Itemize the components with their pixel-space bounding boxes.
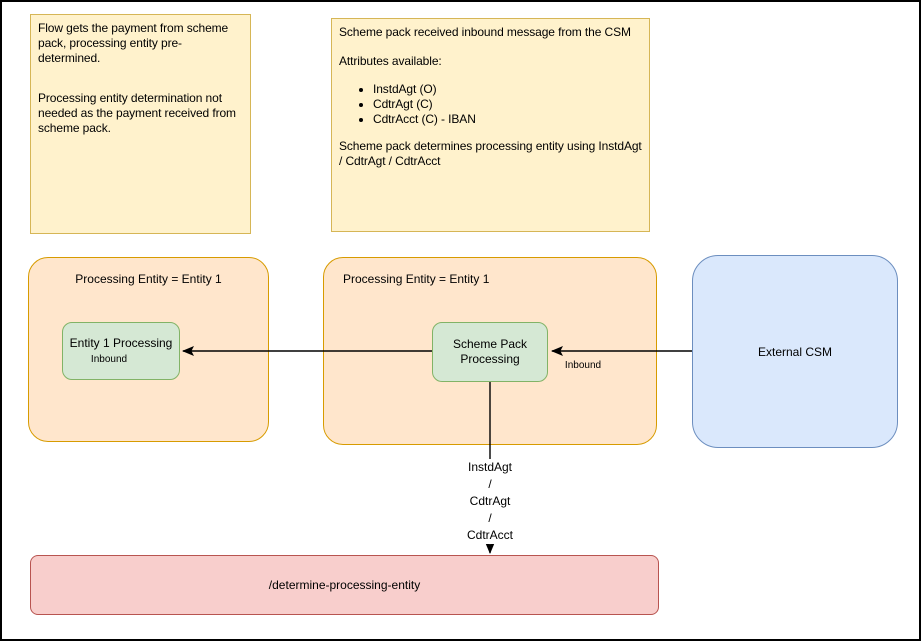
edge-label-line: CdtrAcct bbox=[466, 528, 513, 542]
node-label: Entity 1 Processing bbox=[69, 336, 173, 350]
edge-label-inbound: Inbound bbox=[90, 354, 128, 365]
edge-label-line: InstdAgt bbox=[467, 460, 513, 474]
note-paragraph: Attributes available: bbox=[339, 54, 442, 68]
note-paragraph: Flow gets the payment from scheme pack, … bbox=[38, 21, 229, 65]
edge-label-attributes: InstdAgt / CdtrAgt / CdtrAcct bbox=[450, 459, 530, 544]
attribute-item: CdtrAcct (C) - IBAN bbox=[373, 112, 642, 127]
note-paragraph: Scheme pack determines processing entity… bbox=[339, 139, 642, 168]
node-scheme-pack-processing: Scheme Pack Processing bbox=[432, 322, 548, 382]
note-paragraph: Scheme pack received inbound message fro… bbox=[339, 25, 631, 39]
container-title: Processing Entity = Entity 1 bbox=[343, 272, 490, 286]
node-label: /determine-processing-entity bbox=[268, 578, 421, 592]
node-label: External CSM bbox=[757, 344, 833, 359]
attribute-item: CdtrAgt (C) bbox=[373, 97, 642, 112]
edge-label-inbound: Inbound bbox=[564, 360, 602, 371]
note-flow-predetermined: Flow gets the payment from scheme pack, … bbox=[30, 14, 251, 234]
edge-label-line: CdtrAgt bbox=[469, 494, 511, 508]
edge-label-line: / bbox=[488, 511, 492, 525]
node-determine-processing-entity: /determine-processing-entity bbox=[30, 555, 659, 615]
attribute-item: InstdAgt (O) bbox=[373, 82, 642, 97]
edge-label-line: / bbox=[488, 477, 492, 491]
note-scheme-pack-inbound: Scheme pack received inbound message fro… bbox=[331, 18, 650, 232]
container-title: Processing Entity = Entity 1 bbox=[75, 272, 222, 286]
attributes-list: InstdAgt (O) CdtrAgt (C) CdtrAcct (C) - … bbox=[339, 82, 642, 127]
note-paragraph: Processing entity determination not need… bbox=[38, 91, 236, 135]
node-external-csm: External CSM bbox=[692, 255, 898, 448]
node-entity1-processing: Entity 1 Processing Inbound bbox=[62, 322, 180, 380]
node-label: Scheme Pack Processing bbox=[452, 337, 528, 366]
